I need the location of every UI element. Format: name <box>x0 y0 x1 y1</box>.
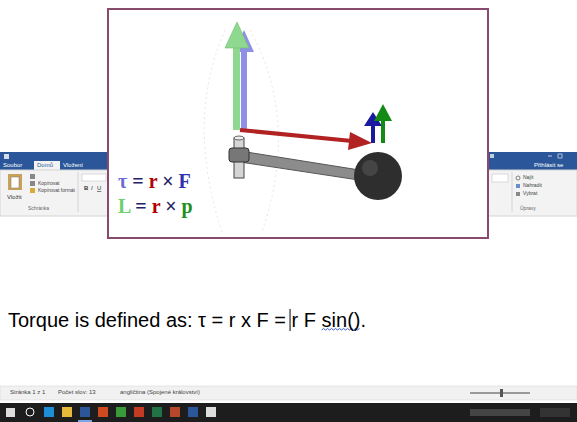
status-item: Stránka 1 z 1 <box>10 389 45 396</box>
svg-text:I: I <box>91 185 93 191</box>
sign-in-link: Přihlásit se <box>534 162 563 169</box>
ribbon-button: Vybrat <box>523 191 537 197</box>
taskbar-icons <box>6 407 570 422</box>
formula-glyph <box>157 170 162 192</box>
torque-illustration <box>108 9 488 238</box>
svg-text:B: B <box>84 185 89 191</box>
ribbon-tab: Domů <box>37 162 53 169</box>
formula-glyph: τ <box>118 170 127 192</box>
formula-glyph: × <box>162 170 173 192</box>
formula-glyph <box>127 170 132 192</box>
formula-glyph <box>130 195 135 217</box>
formula-glyph <box>160 195 165 217</box>
formula-glyph <box>144 170 149 192</box>
angular-momentum-formula: L = r × p <box>118 195 193 217</box>
status-item: Počet slov: 13 <box>58 389 96 396</box>
formula-glyph: = <box>132 170 143 192</box>
ribbon-tab: Soubor <box>3 162 22 169</box>
formula-glyph: = <box>135 195 146 217</box>
status-bar <box>0 386 577 400</box>
ribbon-button: Nahradit <box>523 183 542 189</box>
formula-glyph: L <box>118 195 130 217</box>
formula-glyph: p <box>182 195 193 217</box>
ribbon-button: Kopírovat formát <box>38 188 75 194</box>
torque-formula: τ = r × F <box>118 170 191 192</box>
formula-glyph: r <box>152 195 161 217</box>
formula-glyph <box>177 195 182 217</box>
ribbon-left: B I U <box>0 152 108 216</box>
document-text: Torque is defined as: τ = r x F = r F si… <box>8 309 366 331</box>
ribbon-group: Schránka <box>28 206 49 212</box>
ribbon-group: Úpravy <box>520 206 536 212</box>
status-item: angličtina (Spojené království) <box>120 389 200 396</box>
ribbon-button: Kopírovat <box>38 181 59 187</box>
svg-text:U: U <box>97 185 101 191</box>
formula-glyph <box>147 195 152 217</box>
formula-glyph: r <box>149 170 158 192</box>
ribbon-tab: Vložení <box>63 162 83 169</box>
ribbon-button: Vložit <box>7 194 22 201</box>
formula-glyph: F <box>179 170 191 192</box>
formula-glyph: × <box>165 195 176 217</box>
ribbon-right <box>488 152 577 216</box>
ribbon-button: Najít <box>523 175 533 181</box>
formula-glyph <box>174 170 179 192</box>
taskbar <box>0 403 577 422</box>
